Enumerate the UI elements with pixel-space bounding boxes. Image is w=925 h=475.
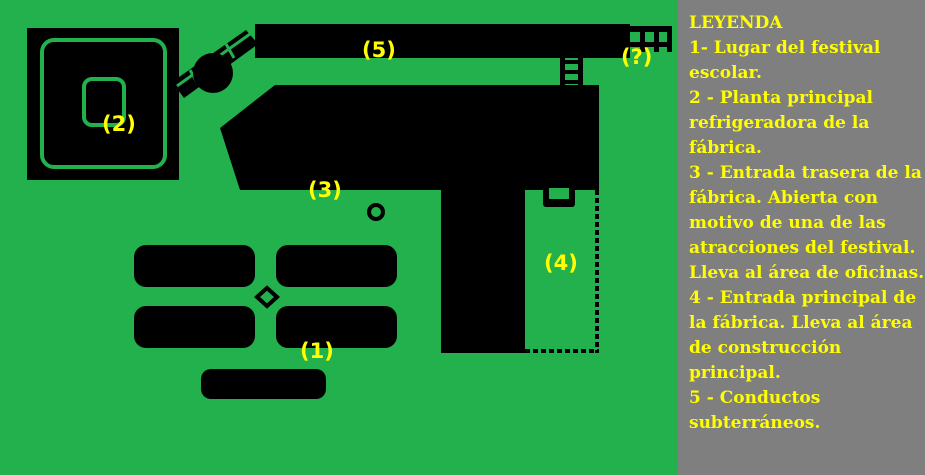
main-entrance-area [525,188,599,353]
cooling-plant-outer-ring [40,38,167,169]
tunnel-down-ladder [560,55,583,88]
label-festival: (1) [300,339,334,363]
cooling-plant-inner-ring [82,77,126,127]
legend-panel: LEYENDA 1- Lugar del festival escolar. 2… [678,0,925,475]
legend-title: LEYENDA [689,13,783,33]
label-tunnels: (5) [362,38,396,62]
festival-stall [201,369,326,399]
manhole-ring [367,203,385,221]
factory-map: (2) (5) (?) (3) (4) (1) [27,24,672,399]
label-main-entrance: (4) [544,251,578,275]
festival-area [134,245,397,399]
legend-item-4: 4 - Entrada principal de la fábrica. Lle… [689,288,917,383]
festival-stall [134,306,255,348]
label-unknown: (?) [621,45,653,69]
factory-main-building [220,85,599,353]
connector-junction [193,53,233,93]
cooling-plant-block [27,28,179,180]
festival-stall [134,245,255,287]
connector-ladder-left [172,30,258,98]
legend-item-1: 1- Lugar del festival escolar. [689,38,881,83]
underground-tunnel [255,24,630,58]
festival-stall [276,306,397,348]
legend-item-2: 2 - Planta principal refrigeradora de la… [689,88,873,158]
tunnel-end-ladder [628,26,672,52]
festival-stall [276,245,397,287]
label-cooling-plant: (2) [102,112,136,136]
legend-item-3: 3 - Entrada trasera de la fábrica. Abier… [689,163,925,283]
label-back-entrance: (3) [308,178,342,202]
map-drawing [27,24,672,399]
legend-item-5: 5 - Conductos subterráneos. [689,388,821,433]
festival-center-marker [254,285,280,309]
